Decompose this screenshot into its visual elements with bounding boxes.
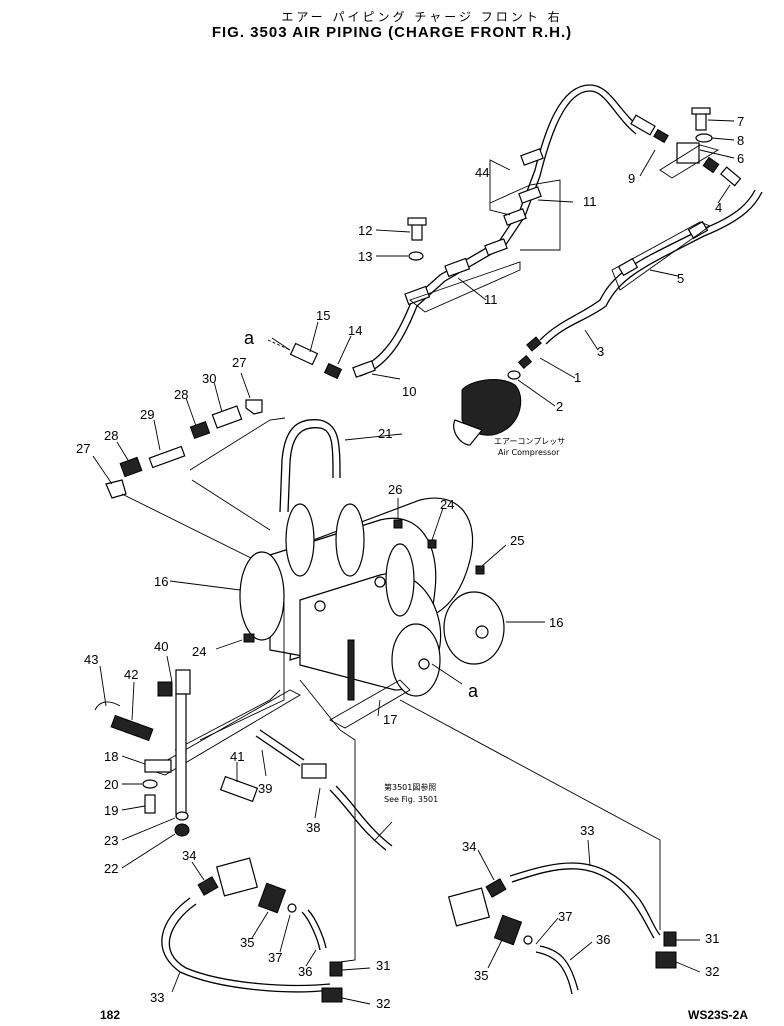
part-label-32b: 32 <box>705 964 719 979</box>
part-label-12: 12 <box>358 223 372 238</box>
bottom-right-cluster <box>447 862 677 995</box>
part-label-42: 42 <box>124 667 138 682</box>
part-label-43: 43 <box>84 652 98 667</box>
part-label-25: 25 <box>510 533 524 548</box>
title-english: FIG. 3503 AIR PIPING (CHARGE FRONT R.H.) <box>211 24 573 41</box>
part-label-38: 38 <box>306 820 320 835</box>
part-label-34b: 34 <box>462 839 476 854</box>
part-label-32a: 32 <box>376 996 390 1011</box>
part-label-11a: 11 <box>583 194 597 209</box>
part-label-11b: 11 <box>484 292 498 307</box>
part-label-37a: 37 <box>268 950 282 965</box>
part-label-33b: 33 <box>580 823 594 838</box>
reference-mark-a-lower: a <box>468 681 479 701</box>
part-label-22: 22 <box>104 861 118 876</box>
part-label-40: 40 <box>154 639 168 654</box>
part-label-27b: 27 <box>76 441 90 456</box>
part-label-36a: 36 <box>298 964 312 979</box>
title-japanese: エアー パイピング チャージ フロント 右 <box>281 10 563 24</box>
part-label-7: 7 <box>737 114 744 129</box>
left-fittings-row <box>105 399 286 566</box>
part-label-44: 44 <box>475 165 489 180</box>
part-label-2: 2 <box>556 399 563 414</box>
part-labels: 1 2 3 4 5 6 7 8 9 10 11 11 12 13 14 15 1… <box>76 114 744 1011</box>
part-label-39: 39 <box>258 781 272 796</box>
part-label-17: 17 <box>383 712 397 727</box>
part-label-24a: 24 <box>440 497 454 512</box>
part-label-6: 6 <box>737 151 744 166</box>
part-label-31a: 31 <box>376 958 390 973</box>
leader-lines <box>92 119 735 1005</box>
lower-left-assembly <box>94 669 393 851</box>
part-label-34a: 34 <box>182 848 196 863</box>
part-label-30: 30 <box>202 371 216 386</box>
part-label-15: 15 <box>316 308 330 323</box>
part-label-26: 26 <box>388 482 402 497</box>
part-label-21: 21 <box>378 426 392 441</box>
part-label-41: 41 <box>230 749 244 764</box>
part-label-13: 13 <box>358 249 372 264</box>
part-label-33a: 33 <box>150 990 164 1005</box>
reference-lines <box>199 600 661 963</box>
part-label-23: 23 <box>104 833 118 848</box>
reference-mark-a-upper: a <box>244 328 255 348</box>
part-label-35b: 35 <box>474 968 488 983</box>
part-label-20: 20 <box>104 777 118 792</box>
part-label-24b: 24 <box>192 644 206 659</box>
fittings-14-15 <box>267 339 376 380</box>
part-label-14: 14 <box>348 323 362 338</box>
part-label-27a: 27 <box>232 355 246 370</box>
part-label-28b: 28 <box>104 428 118 443</box>
right-pipe-run <box>526 166 763 352</box>
see-fig-note-jp: 第3501図参照 <box>384 782 436 792</box>
part-label-16a: 16 <box>154 574 168 589</box>
part-label-4: 4 <box>715 200 722 215</box>
bolt-12-washer-13 <box>407 217 427 261</box>
part-label-3: 3 <box>597 344 604 359</box>
part-label-31b: 31 <box>705 931 719 946</box>
upper-pipe-run <box>354 84 669 377</box>
part-label-1: 1 <box>574 370 581 385</box>
air-compressor <box>453 355 533 446</box>
see-fig-note-en: See Fig. 3501 <box>384 795 438 804</box>
compressor-label-jp: エアーコンプレッサ <box>494 437 565 446</box>
part-label-35a: 35 <box>240 935 254 950</box>
part-label-9: 9 <box>628 171 635 186</box>
part-label-5: 5 <box>677 271 684 286</box>
part-label-29: 29 <box>140 407 154 422</box>
bracket-6-assembly <box>659 107 720 179</box>
part-label-28a: 28 <box>174 387 188 402</box>
hose-21 <box>191 419 341 531</box>
part-label-37b: 37 <box>558 909 572 924</box>
bottom-left-cluster <box>161 857 343 1003</box>
part-label-8: 8 <box>737 133 744 148</box>
clamps-upper <box>404 148 711 313</box>
compressor-label-en: Air Compressor <box>498 448 560 457</box>
air-tanks <box>239 497 505 729</box>
part-label-16b: 16 <box>549 615 563 630</box>
document-code: WS23S-2A <box>688 1008 749 1022</box>
part-label-18: 18 <box>104 749 118 764</box>
part-label-10: 10 <box>402 384 416 399</box>
part-label-36b: 36 <box>596 932 610 947</box>
page-number: 182 <box>100 1008 121 1022</box>
part-label-19: 19 <box>104 803 118 818</box>
